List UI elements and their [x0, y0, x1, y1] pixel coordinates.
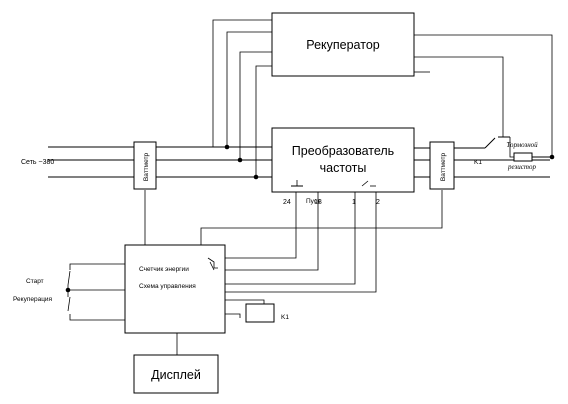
network-label: Сеть ~380 — [21, 159, 54, 166]
terminal-18-label: 18 — [314, 199, 322, 206]
wattmeter-right-label: Ваттметр — [440, 153, 447, 182]
recuperation-input-label: Рекуперация — [13, 296, 53, 303]
wattmeter-left-label: Ваттметр — [143, 153, 150, 182]
wattmeter-right: Ваттметр — [429, 141, 455, 190]
relay-k1-label: K1 — [474, 159, 482, 166]
recuperator-block: Рекуператор — [271, 12, 415, 77]
brake-circuit: K1 Тормозной резистор — [474, 141, 538, 171]
start-input-label: Старт — [26, 278, 44, 285]
terminal-1-label: 1 — [352, 199, 356, 206]
wires — [48, 19, 553, 355]
wattmeter-left: Ваттметр — [133, 141, 157, 190]
display-block: Дисплей — [133, 354, 219, 394]
control-block: Счетчик энергии Схема управления — [124, 244, 226, 334]
coil-k1: K1 — [245, 303, 289, 323]
control-scheme-label: Схема управления — [139, 283, 196, 290]
converter-label-line1: Преобразователь — [292, 144, 394, 158]
brake-resistor-label-line2: резистор — [507, 163, 536, 171]
terminal-2-label: 2 — [376, 199, 380, 206]
recuperator-label: Рекуператор — [306, 38, 379, 52]
energy-counter-label: Счетчик энергии — [139, 266, 189, 273]
brake-resistor-label-line1: Тормозной — [506, 141, 538, 149]
start-terminal-label: Пуск — [306, 198, 320, 205]
converter-block: Преобразователь частоты Пуск 24 18 1 2 — [271, 127, 415, 206]
terminal-24-label: 24 — [283, 199, 291, 206]
converter-label-line2: частоты — [320, 161, 367, 175]
junction-dots — [65, 144, 555, 293]
display-label: Дисплей — [151, 368, 201, 382]
coil-k1-label: K1 — [281, 314, 289, 321]
